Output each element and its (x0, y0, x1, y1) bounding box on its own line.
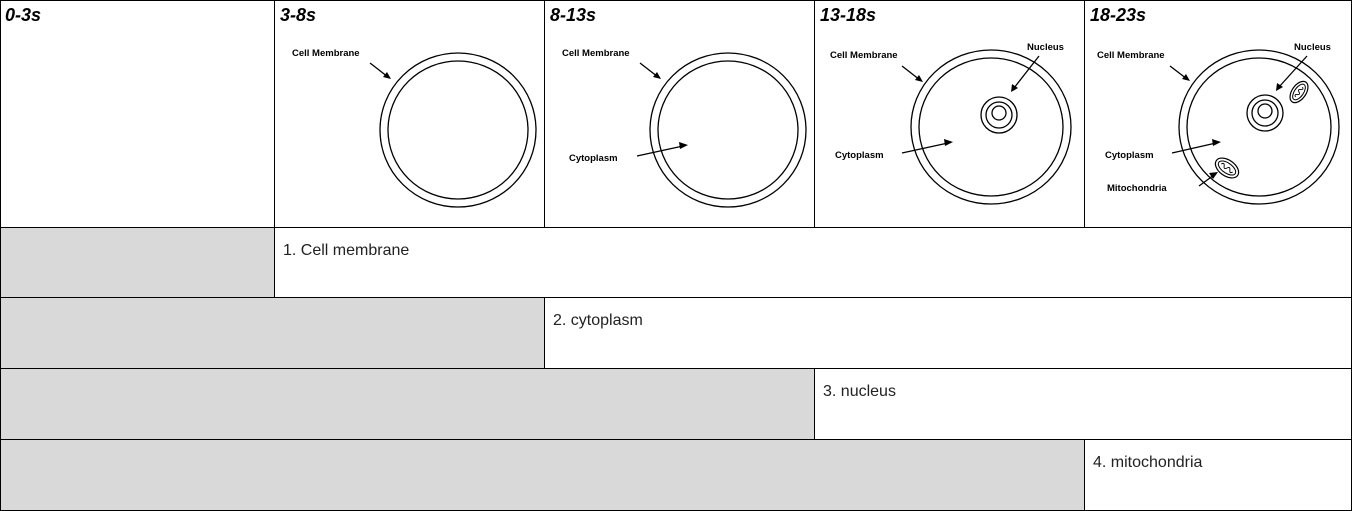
label-mitochondria: Mitochondria (1107, 183, 1167, 194)
time-header-3: 13-18s (820, 5, 877, 25)
label-cell-membrane: Cell Membrane (292, 48, 360, 59)
label-cell-membrane: Cell Membrane (562, 48, 630, 59)
grid-line (0, 0, 1, 511)
gray-span-row-1 (0, 228, 275, 298)
cell-membrane-inner (1186, 57, 1332, 197)
row-4-cell: 4. mitochondria (1085, 440, 1352, 511)
label-cell-membrane: Cell Membrane (830, 50, 898, 61)
cell-diagram-stage-2: Cell Membrane Cytoplasm (562, 48, 807, 208)
grid-line (1084, 0, 1085, 228)
arrowhead (383, 72, 391, 79)
arrow-mitochondria (1198, 174, 1215, 187)
grid-line (0, 368, 1352, 369)
cell-membrane-outer (649, 52, 807, 208)
gray-span-row-2 (0, 298, 545, 369)
nucleus-outer (980, 96, 1018, 134)
row-2-cell: 2. cytoplasm (545, 298, 1352, 369)
mitochondria-large (1214, 157, 1240, 179)
mitochondria-small (1289, 80, 1309, 104)
arrowhead (1209, 172, 1218, 179)
gray-span-row-3 (0, 369, 815, 440)
arrowhead (653, 72, 661, 79)
row-1-cell: 1. Cell membrane (275, 228, 1352, 298)
row-label-nucleus: 3. nucleus (823, 383, 896, 400)
arrowhead (944, 139, 953, 146)
cell-diagram-stage-4: Cell Membrane Nucleus Cytoplasm Mitochon… (1097, 42, 1340, 205)
row-label-cytoplasm: 2. cytoplasm (553, 312, 643, 329)
time-header-1: 3-8s (280, 5, 317, 25)
label-nucleus: Nucleus (1294, 42, 1331, 53)
gray-span-row-4 (0, 440, 1085, 511)
grid-line (274, 0, 275, 298)
arrowhead (1011, 84, 1018, 92)
nucleolus (1257, 103, 1273, 119)
row-3-cell: 3. nucleus (815, 369, 1352, 440)
grid-line (0, 227, 1352, 228)
cell-membrane-inner (387, 60, 529, 200)
cell-membrane-outer (910, 49, 1072, 205)
nucleolus (991, 105, 1007, 121)
arrowhead (679, 142, 688, 149)
header-cell-4: 18-23s Cell Membrane Nucleus Cyt (1085, 0, 1352, 228)
cell-membrane-inner (657, 60, 799, 200)
arrow-nucleus (1278, 55, 1308, 88)
cell-membrane-outer (1178, 49, 1340, 205)
grid-line (814, 369, 815, 440)
time-header-2: 8-13s (550, 5, 597, 25)
time-header-0: 0-3s (5, 5, 42, 25)
arrowhead (1276, 83, 1283, 91)
label-cell-membrane: Cell Membrane (1097, 50, 1165, 61)
cell-diagram-stage-3: Cell Membrane Nucleus Cytoplasm (830, 42, 1072, 205)
grid-line (814, 0, 815, 228)
header-cell-2: 8-13s Cell Membrane Cytoplasm (545, 0, 815, 228)
label-cytoplasm: Cytoplasm (1105, 150, 1154, 161)
grid-line (0, 439, 1352, 440)
cell-diagram-stage-1: Cell Membrane (292, 48, 537, 208)
label-nucleus: Nucleus (1027, 42, 1064, 53)
grid-line (0, 0, 1352, 1)
cell-membrane-inner (918, 57, 1064, 197)
arrow-cytoplasm (1171, 142, 1217, 154)
row-label-mitochondria: 4. mitochondria (1093, 454, 1203, 471)
arrowhead (1212, 139, 1221, 146)
nucleus-middle (985, 101, 1013, 129)
grid-line (1084, 440, 1085, 511)
nucleus-middle (1251, 99, 1279, 127)
time-header-4: 18-23s (1090, 5, 1147, 25)
grid-line (544, 298, 545, 369)
arrowhead (915, 75, 923, 82)
nucleus-outer (1246, 94, 1284, 132)
grid-line (0, 297, 1352, 298)
header-cell-3: 13-18s Cell Membrane Nucleus Cytoplasm (815, 0, 1085, 228)
cell-membrane-outer (379, 52, 537, 208)
label-cytoplasm: Cytoplasm (569, 153, 618, 164)
label-cytoplasm: Cytoplasm (835, 150, 884, 161)
arrow-cytoplasm (901, 142, 949, 154)
arrow-cytoplasm (636, 145, 684, 157)
arrowhead (1182, 74, 1190, 81)
header-cell-1: 3-8s Cell Membrane (275, 0, 545, 228)
grid-line (544, 0, 545, 228)
header-cell-0: 0-3s (0, 0, 275, 228)
arrow-nucleus (1013, 55, 1040, 89)
row-label-cell-membrane: 1. Cell membrane (283, 242, 410, 259)
